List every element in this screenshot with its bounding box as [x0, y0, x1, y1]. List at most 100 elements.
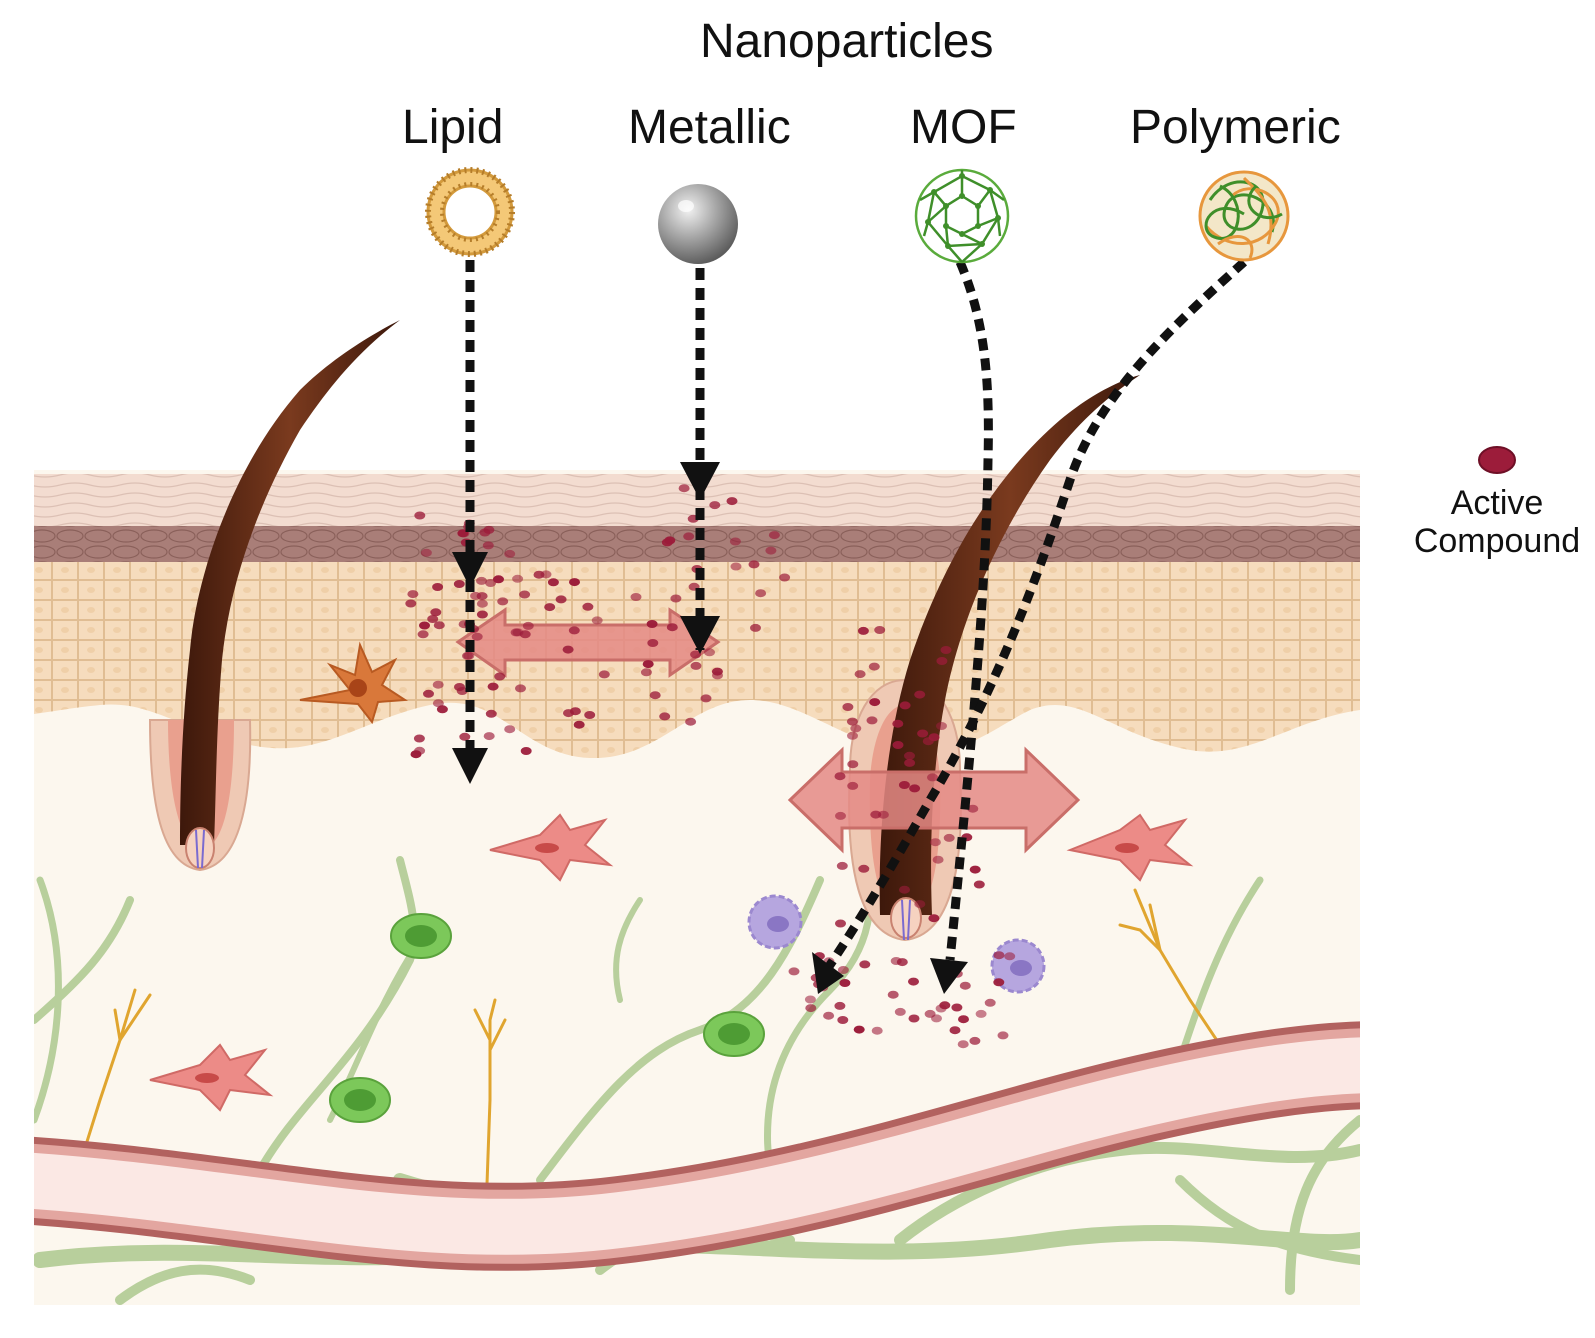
active-compound-particle: [823, 1011, 835, 1020]
pathway-polymeric: [812, 258, 1248, 994]
active-compound-particle: [476, 576, 487, 585]
active-compound-particle: [936, 722, 947, 730]
active-compound-particle: [582, 602, 594, 611]
active-compound-particle: [433, 621, 445, 630]
active-compound-particle: [453, 580, 465, 588]
active-compound-particle: [413, 734, 425, 743]
active-compound-particle: [890, 957, 902, 965]
active-compound-particle: [497, 597, 509, 606]
active-compound-particle: [568, 626, 580, 635]
active-compound-particle: [836, 861, 848, 870]
active-compound-particle: [476, 610, 488, 619]
active-compound-particle: [899, 885, 910, 894]
active-compound-particle: [869, 698, 881, 707]
active-compound-particle: [866, 716, 878, 725]
active-compound-particle: [520, 747, 532, 755]
active-compound-particle: [522, 621, 534, 630]
active-compound-particle: [850, 724, 862, 733]
active-compound-particle: [700, 694, 712, 703]
active-compound-particle: [462, 651, 473, 660]
active-compound-particle: [936, 657, 948, 665]
label-lipid: Lipid: [402, 101, 504, 154]
liposome-icon: [425, 167, 515, 257]
legend-label-line1: Active: [1450, 484, 1544, 522]
legend-label-line2: Compound: [1413, 522, 1581, 560]
active-compound-particle: [405, 599, 417, 608]
active-compound-particle: [834, 772, 846, 781]
active-compound-particle: [908, 1014, 920, 1023]
active-compound-particle: [573, 720, 585, 729]
active-compound-particle: [835, 919, 846, 928]
active-compound-particle: [853, 1025, 865, 1034]
active-compound-particle: [649, 691, 661, 700]
active-compound-particle: [432, 699, 444, 708]
active-compound-particle: [854, 670, 866, 679]
active-compound-particle: [959, 981, 971, 990]
active-compound-particle: [957, 1040, 969, 1049]
pathway-lipid: [452, 260, 488, 784]
active-compound-particle: [847, 781, 859, 790]
active-compound-particle: [788, 967, 800, 976]
active-compound-particle: [598, 670, 610, 679]
active-compound-particle: [870, 810, 882, 819]
active-compound-particle: [730, 562, 742, 571]
active-compound-particle: [975, 1009, 987, 1018]
label-polymeric: Polymeric: [1130, 101, 1341, 154]
active-compound-particle: [540, 570, 552, 579]
active-compound-particle: [670, 594, 682, 603]
active-compound-particle: [420, 548, 432, 557]
active-compound-particle: [729, 537, 741, 546]
label-mof: MOF: [910, 101, 1017, 154]
active-compound-particle: [984, 998, 996, 1007]
active-compound-particle: [483, 732, 495, 741]
active-compound-particle: [640, 668, 652, 677]
active-compound-particle: [768, 531, 780, 540]
active-compound-particle: [877, 810, 889, 819]
active-compound-particle: [471, 632, 483, 641]
active-compound-particle: [924, 1009, 936, 1018]
active-compound-particle: [430, 608, 442, 617]
active-compound-particle: [839, 979, 851, 987]
active-compound-particle: [630, 593, 642, 601]
polymer-ball-icon: [1198, 170, 1290, 262]
active-compound-particle: [917, 729, 929, 738]
active-compound-particle: [647, 639, 659, 647]
metal-sphere-icon: [658, 184, 738, 264]
active-compound-legend-icon: [1478, 446, 1516, 474]
active-compound-particle: [591, 616, 603, 625]
active-compound-particle: [837, 966, 849, 974]
active-compound-particle: [476, 592, 488, 601]
active-compound-particle: [419, 621, 430, 630]
active-compound-particle: [712, 671, 723, 680]
active-compound-particle: [407, 590, 419, 599]
active-compound-particle: [874, 626, 886, 634]
active-compound-particle: [646, 620, 658, 628]
active-compound-particle: [904, 751, 915, 760]
active-compound-particle: [666, 623, 678, 632]
active-compound-particle: [859, 960, 871, 969]
active-compound-particle: [685, 717, 697, 726]
active-compound-particle: [993, 951, 1005, 960]
active-compound-particle: [871, 1026, 883, 1035]
active-compound-particles: [405, 484, 1016, 1049]
active-compound-particle: [750, 623, 761, 632]
active-compound-particle: [951, 1003, 963, 1012]
active-compound-particle: [842, 703, 854, 711]
active-compound-particle: [417, 630, 429, 639]
active-compound-particle: [504, 725, 516, 734]
active-compound-particle: [909, 784, 921, 793]
active-compound-particle: [664, 536, 676, 545]
active-compound-particle: [898, 781, 910, 789]
immune-cells: [747, 894, 1046, 994]
active-compound-particle: [846, 717, 858, 726]
active-compound-particle: [485, 579, 497, 587]
active-compound-particle: [414, 746, 426, 755]
active-compound-particle: [949, 1026, 961, 1035]
active-compound-particle: [690, 650, 702, 659]
active-compound-particle: [683, 532, 695, 541]
active-compound-particle: [765, 546, 777, 555]
active-compound-particle: [547, 578, 559, 587]
active-compound-particle: [908, 977, 919, 986]
active-compound-particle: [584, 711, 596, 719]
active-compound-particle: [476, 599, 488, 608]
